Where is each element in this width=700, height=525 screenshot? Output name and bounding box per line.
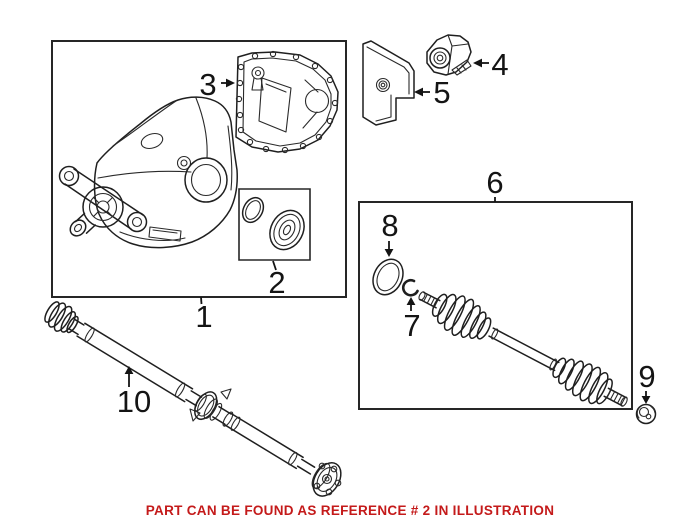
reference-caption: PART CAN BE FOUND AS REFERENCE # 2 IN IL… bbox=[145, 503, 555, 518]
callout-5-label: 5 bbox=[433, 75, 450, 110]
callout-5: 5 bbox=[414, 75, 451, 110]
callout-3-label: 3 bbox=[199, 67, 216, 102]
callout-1: 1 bbox=[195, 297, 213, 334]
callout-9-label: 9 bbox=[638, 359, 655, 394]
callout-2: 2 bbox=[268, 261, 286, 300]
callout-8-label: 8 bbox=[381, 208, 398, 243]
differential-drawing bbox=[60, 97, 238, 248]
lock-nut-drawing bbox=[637, 405, 656, 424]
group-box-2 bbox=[239, 189, 310, 260]
callout-8: 8 bbox=[381, 208, 399, 257]
mount-drawing bbox=[427, 35, 471, 75]
diff-cover-drawing bbox=[236, 51, 338, 152]
callout-2-label: 2 bbox=[268, 265, 285, 300]
snap-ring-drawing bbox=[403, 280, 418, 295]
callout-9: 9 bbox=[638, 359, 656, 404]
callout-6-label: 6 bbox=[486, 165, 503, 200]
callout-4-label: 4 bbox=[491, 47, 508, 82]
callout-3: 3 bbox=[199, 67, 235, 102]
callout-10: 10 bbox=[117, 366, 151, 419]
callout-6: 6 bbox=[486, 165, 504, 202]
driveshaft-drawing bbox=[42, 300, 346, 501]
callout-10-label: 10 bbox=[117, 384, 151, 419]
heat-shield-drawing bbox=[363, 41, 414, 125]
callout-7-label: 7 bbox=[403, 308, 420, 343]
seal-kit-drawing bbox=[239, 194, 311, 256]
group-box-6 bbox=[359, 202, 632, 409]
callout-7: 7 bbox=[403, 297, 421, 343]
boot-ring-drawing bbox=[367, 254, 408, 300]
callout-4: 4 bbox=[473, 47, 509, 82]
callout-1-label: 1 bbox=[195, 299, 212, 334]
axle-shaft-drawing bbox=[418, 291, 629, 407]
